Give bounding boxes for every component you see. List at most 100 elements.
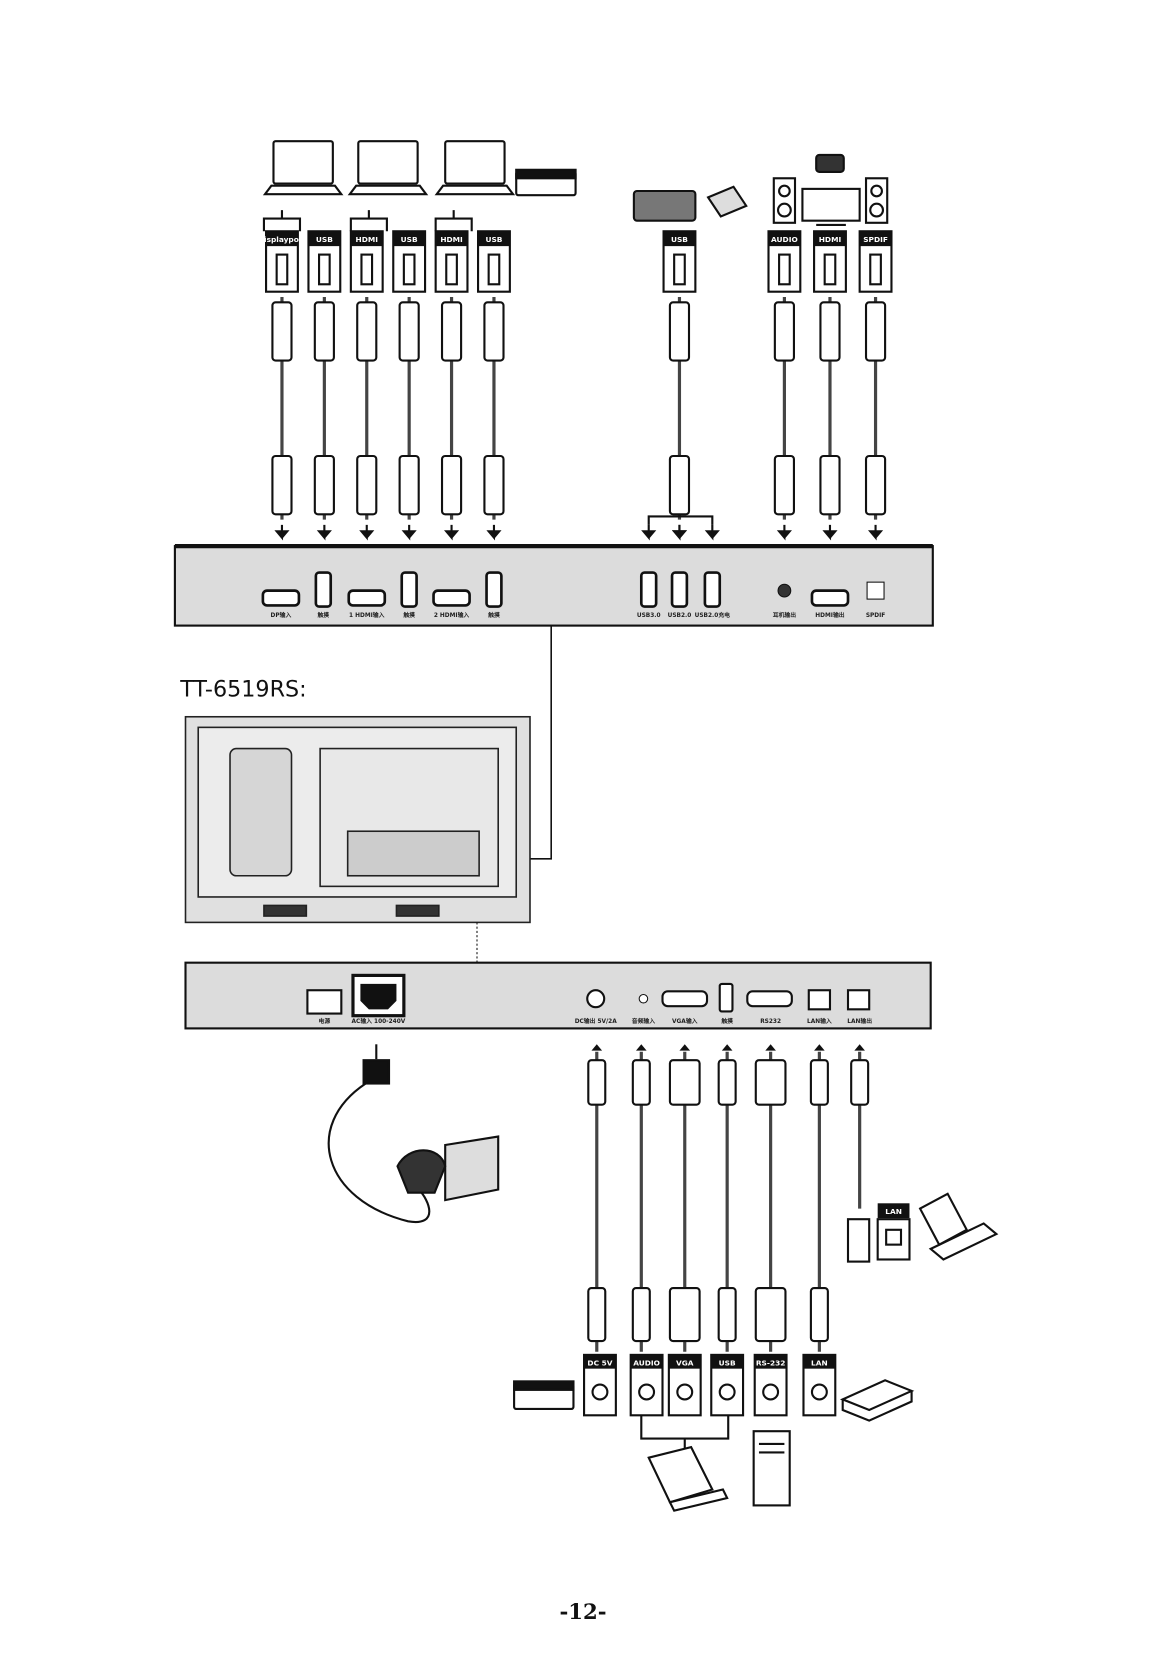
- connector-label: DC 5V: [587, 1358, 612, 1367]
- arrow-icon: [671, 524, 688, 541]
- bottom-io-panel: [184, 961, 932, 1030]
- arrow-icon: [486, 524, 502, 541]
- connector-label: AUDIO: [633, 1358, 660, 1367]
- connector-label: Displayport: [258, 235, 307, 244]
- connector-label-bg: [803, 1354, 836, 1369]
- connector-label-bg: [308, 231, 341, 247]
- connector-label: USB: [401, 235, 418, 244]
- port-icon: [823, 253, 837, 286]
- cable-plug: [587, 1059, 607, 1106]
- connector-label-bg: [584, 1354, 616, 1369]
- cable-plug: [440, 454, 463, 516]
- port-icon: [810, 1383, 828, 1401]
- port-label: DP输入: [271, 611, 292, 619]
- power-cord-illustration: [327, 1044, 500, 1224]
- port-label: DC输出 5V/2A: [575, 1017, 618, 1025]
- cable-plug: [864, 301, 887, 362]
- port-icon: [762, 1383, 780, 1401]
- cable-plug: [631, 1287, 651, 1343]
- hdmi-port: [261, 589, 301, 607]
- connector-label-bg: [754, 1354, 787, 1369]
- arrow-icon: [776, 524, 792, 541]
- connector-label: AUDIO: [771, 235, 798, 244]
- port-label: USB2.0充电: [695, 611, 731, 619]
- port-label: 耳机输出: [773, 611, 796, 619]
- arrow-icon: [591, 1044, 603, 1051]
- cable-plug: [819, 301, 841, 362]
- lan-side-label: LAN: [885, 1207, 902, 1216]
- arrow-icon: [443, 524, 460, 541]
- arrow-icon: [765, 1044, 776, 1051]
- port-label: USB3.0: [637, 613, 661, 619]
- arrow-icon: [867, 524, 884, 541]
- cable-plug: [754, 1287, 787, 1343]
- arrow-icon: [641, 524, 657, 541]
- connector-label-bg: [393, 231, 426, 247]
- arrow-icon: [854, 1044, 865, 1051]
- port-label: HDMI输出: [815, 611, 845, 619]
- arrow-icon: [274, 524, 290, 541]
- port-icon: [275, 253, 289, 286]
- cable-plug: [754, 1059, 787, 1106]
- connector-label-bg: [435, 231, 468, 247]
- port-label: 1 HDMI输入: [349, 611, 385, 619]
- cable-plug: [356, 301, 378, 362]
- cable-plug: [483, 454, 505, 516]
- cable-plug: [668, 1059, 701, 1106]
- arrow-icon: [316, 524, 332, 541]
- connector-label-bg: [630, 1354, 663, 1369]
- cable-plug: [483, 301, 505, 362]
- connector-label: USB: [485, 235, 502, 244]
- top-io-panel: [173, 543, 934, 627]
- port-icon: [673, 253, 686, 286]
- connector-label: VGA: [676, 1358, 694, 1367]
- cable-plug: [313, 454, 335, 516]
- connector-label-bg: [478, 231, 510, 247]
- port-label: 触摸: [720, 1017, 733, 1025]
- arrow-icon: [401, 524, 417, 541]
- usb-port: [639, 571, 658, 608]
- port-label: SPDIF: [866, 613, 885, 619]
- connector-label-bg: [711, 1354, 744, 1369]
- model-title: TT-6519RS:: [179, 677, 306, 703]
- hdmi-port: [432, 589, 471, 607]
- spdif-port: [866, 581, 885, 600]
- cable-plug: [850, 1059, 870, 1106]
- port-icon: [718, 1383, 736, 1401]
- top-laptops: [262, 140, 889, 226]
- audio-jack: [777, 583, 792, 598]
- cable-plug: [398, 454, 420, 516]
- usb-port: [485, 571, 503, 608]
- cable-plug: [398, 301, 420, 362]
- hdmi-port: [347, 589, 387, 607]
- arrow-icon: [822, 524, 838, 541]
- lan-side-label-bg: [877, 1203, 910, 1219]
- cable-plug: [717, 1059, 737, 1106]
- usb-port: [400, 571, 418, 608]
- port-icon: [869, 253, 882, 286]
- usb-port: [314, 571, 333, 608]
- tv-back-illustration: [184, 715, 531, 924]
- port-label: VGA输入: [672, 1017, 698, 1025]
- port-label: 音频输入: [632, 1017, 655, 1025]
- port-label: LAN输出: [847, 1017, 872, 1025]
- connector-label: LAN: [811, 1358, 828, 1367]
- connector-label: USB: [316, 235, 333, 244]
- arrow-icon: [359, 524, 375, 541]
- arrow-icon: [721, 1044, 733, 1051]
- connector-label: HDMI: [819, 235, 842, 244]
- port-icon: [402, 253, 416, 286]
- cable-plug: [356, 454, 378, 516]
- cable-plug: [668, 301, 691, 362]
- connector-label: HDMI: [440, 235, 463, 244]
- cables: [271, 296, 887, 1352]
- arrow-icon: [636, 1044, 647, 1051]
- connector-label: USB: [719, 1358, 736, 1367]
- arrow-icon: [679, 1044, 691, 1051]
- port-label: 触摸: [487, 611, 500, 619]
- port-icon: [638, 1383, 656, 1401]
- usb-split-line: [647, 515, 714, 525]
